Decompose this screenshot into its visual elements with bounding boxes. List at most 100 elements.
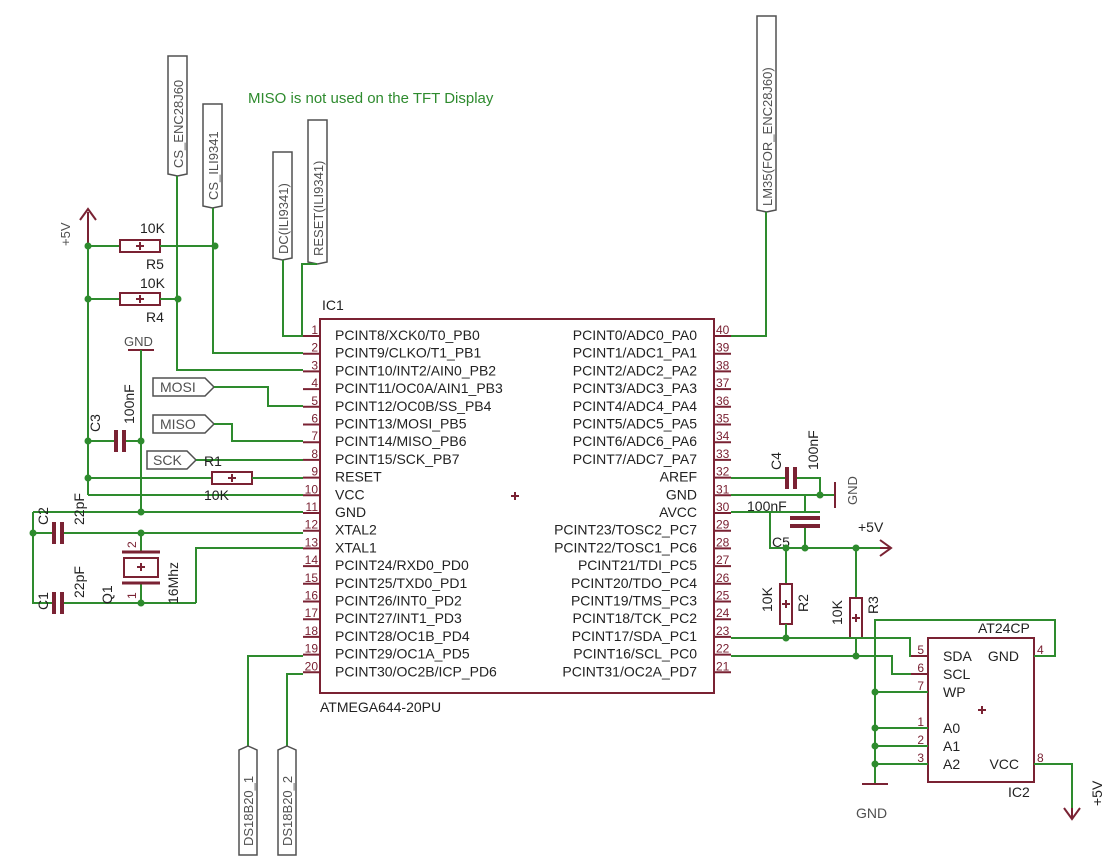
svg-text:DS18B20_2: DS18B20_2 [280,776,295,846]
ic1-pin-label: PCINT30/OC2B/ICP_PD6 [335,663,497,679]
ic2-pin-label: VCC [989,756,1019,772]
gnd-symbol-ic2: GND [856,783,888,821]
ic1-pin-number: 19 [305,642,319,656]
ic1-pin-label: PCINT4/ADC4_PA4 [573,398,697,414]
ic1-pin-label: PCINT27/INT1_PD3 [335,610,462,626]
resistor-r4: 10K R4 [119,275,166,325]
vcc-symbol-left: +5V [58,207,97,246]
flag-dc-ili9341: DC(ILI9341) [272,151,293,261]
ic1-pin-10: 10 VCC [303,482,365,502]
r5-value: 10K [140,220,166,236]
ic2-pin-number: 6 [917,661,924,675]
ic1-pin-8: 8 PCINT15/SCK_PB7 [303,447,460,467]
ic2-body [927,637,1035,783]
ic2-pin-8: 8 VCC [989,751,1051,772]
svg-text:GND: GND [856,805,887,821]
vcc-left-label: +5V [58,222,73,246]
ic1-pin-number: 23 [716,624,730,638]
ic1-pin-number: 10 [305,482,319,496]
ic1-pin-number: 35 [716,412,730,426]
ic1-pin-15: 15 PCINT25/TXD0_PD1 [303,571,467,591]
ic1-pin-number: 3 [311,358,318,372]
svg-text:CS_ENC28J60: CS_ENC28J60 [171,80,186,168]
ic2-pin-number: 8 [1037,751,1044,765]
ic1-pin-label: PCINT19/TMS_PC3 [571,593,697,609]
ic1-pin-number: 29 [716,518,730,532]
ic1-pin-number: 22 [716,642,730,656]
ic1-pin-number: 34 [716,429,730,443]
ic1-pin-label: AREF [660,469,697,485]
resistor-r2: 10K R2 [759,583,811,625]
flag-cs-ili9341: CS_ILI9341 [202,103,223,209]
svg-text:MISO: MISO [160,416,196,432]
ic1-name: IC1 [322,297,344,313]
ic1-pin-label: PCINT25/TXD0_PD1 [335,575,467,591]
ic1-pin-label: VCC [335,486,365,502]
flag-reset-ili9341: RESET(ILI9341) [307,119,328,265]
ic1-pin-label: PCINT17/SDA_PC1 [572,628,697,644]
svg-text:C4: C4 [768,452,784,470]
ic1-pin-label: XTAL2 [335,522,377,538]
ic1-pin-label: PCINT5/ADC5_PA5 [573,416,697,432]
vcc-symbol-ic2: +5V [1063,780,1105,821]
ic1-pin-number: 28 [716,535,730,549]
ic1-pin-label: PCINT9/CLKO/T1_PB1 [335,345,481,361]
resistor-r3: 10K R3 [829,596,881,639]
ic1-pin-number: 40 [716,323,730,337]
ic2-pin-label: GND [988,648,1019,664]
ic1-pin-number: 30 [716,500,730,514]
ic2-name: IC2 [1008,784,1030,800]
svg-text:100nF: 100nF [121,384,137,424]
ic1-pin-number: 39 [716,341,730,355]
ic1-pin-number: 5 [311,394,318,408]
ic1-pin-number: 16 [305,589,319,603]
ic1-pin-number: 25 [716,589,730,603]
ic1-pin-label: PCINT28/OC1B_PD4 [335,628,470,644]
vcc-symbol-right: +5V [858,519,893,557]
ic1-pin-18: 18 PCINT28/OC1B_PD4 [303,624,470,644]
ic1-pin-label: PCINT1/ADC1_PA1 [573,345,697,361]
ic1-pin-label: AVCC [659,504,697,520]
ic1-pin-number: 27 [716,553,730,567]
svg-text:MOSI: MOSI [160,379,196,395]
ic2-pin-label: WP [943,684,966,700]
ic1-pin-number: 7 [311,429,318,443]
ic1-pin-number: 1 [311,323,318,337]
svg-text:DC(ILI9341): DC(ILI9341) [276,183,291,254]
ic1-pin-23: 23 PCINT17/SDA_PC1 [572,624,731,644]
ic1-pin-number: 18 [305,624,319,638]
ic1-pin-label: PCINT15/SCK_PB7 [335,451,460,467]
ic2-pin-number: 7 [917,679,924,693]
ic1-pin-number: 12 [305,518,319,532]
ic1-pin-label: PCINT8/XCK0/T0_PB0 [335,327,480,343]
svg-text:DS18B20_1: DS18B20_1 [241,776,256,846]
svg-text:100nF: 100nF [747,498,787,514]
svg-text:16Mhz: 16Mhz [165,562,181,604]
svg-text:22pF: 22pF [71,566,87,598]
ic1-pin-number: 8 [311,447,318,461]
ic1-pin-number: 15 [305,571,319,585]
ic1-pin-label: PCINT13/MOSI_PB5 [335,416,467,432]
ic1-pin-label: PCINT21/TDI_PC5 [578,557,697,573]
flag-ds18b20-1: DS18B20_1 [238,745,258,856]
ic1-pin-35: 35 PCINT5/ADC5_PA5 [573,412,731,432]
